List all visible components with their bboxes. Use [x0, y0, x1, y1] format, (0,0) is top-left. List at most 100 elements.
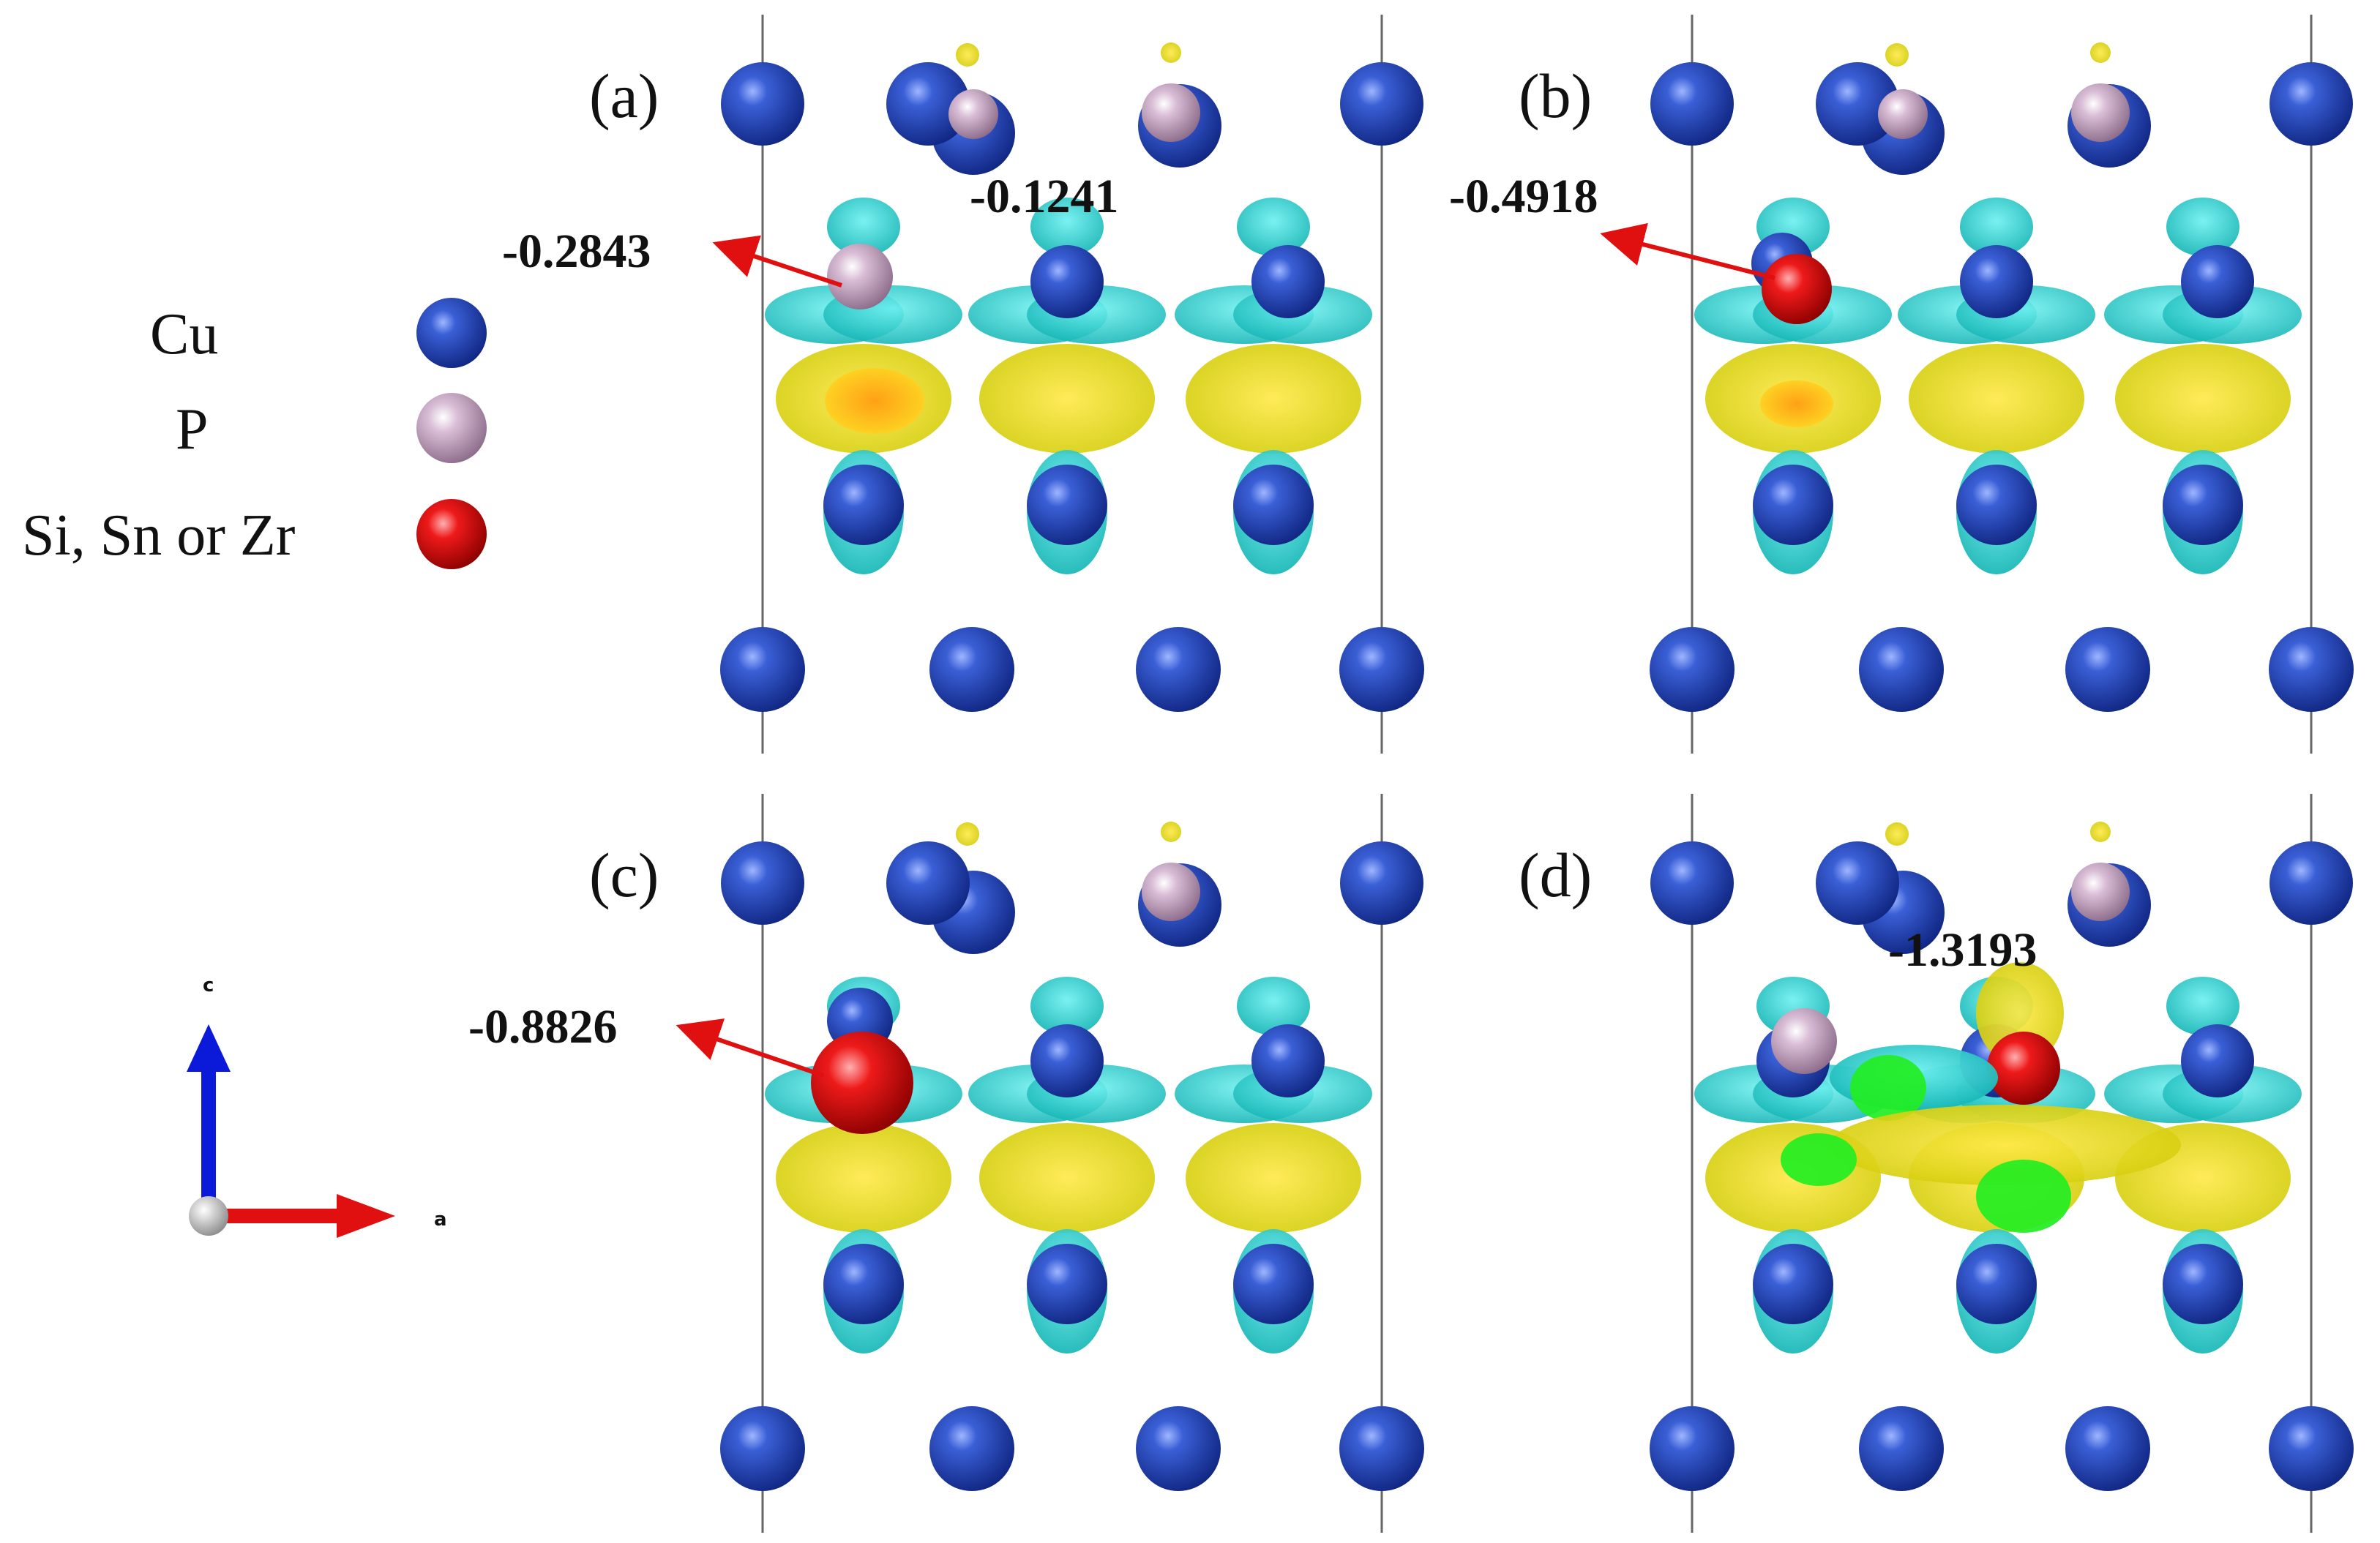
- cu-atom: [2269, 841, 2353, 925]
- p-atom: [1771, 1008, 1837, 1074]
- cu-atom: [2269, 1406, 2354, 1491]
- p-atom: [948, 89, 998, 139]
- cu-atom: [1859, 627, 1944, 712]
- cu-atom: [1339, 1406, 1424, 1491]
- panel-label: (a): [589, 61, 659, 131]
- charge-accumulation-lobe: [825, 368, 924, 434]
- highlight-region: [1850, 1055, 1926, 1121]
- c-axis-label: c: [203, 975, 214, 996]
- charge-value: -0.1241: [970, 170, 1118, 223]
- cu-atom: [2181, 1024, 2254, 1097]
- panel-d: (d) -1.3193: [1519, 794, 2354, 1533]
- cu-atom: [1251, 1024, 1325, 1097]
- c-axis-arrow-shaft: [201, 1072, 216, 1214]
- legend-label: Si, Sn or Zr: [22, 503, 295, 568]
- charge-arrow: [676, 1018, 824, 1078]
- cu-atom: [1340, 62, 1423, 146]
- p-atom: [1142, 863, 1200, 921]
- cu-atom: [2163, 465, 2243, 545]
- cu-atom: [1233, 465, 1314, 545]
- cu-atom: [1650, 841, 1734, 925]
- p-atom: [2071, 83, 2130, 142]
- dopant-atom: [1987, 1032, 2060, 1105]
- cu-atom: [823, 465, 904, 545]
- panel-b: (b) -0.4918: [1449, 15, 2354, 754]
- cu-atom: [1136, 1406, 1221, 1491]
- cu-atom: [1859, 1406, 1944, 1491]
- charge-accumulation-lobe: [979, 1123, 1155, 1233]
- panel-a: (a) -0.2843 -0.1241: [502, 15, 1424, 754]
- charge-accumulation-lobe: [2090, 822, 2111, 842]
- cu-atom: [1136, 627, 1221, 712]
- charge-accumulation-lobe: [1186, 344, 1361, 454]
- crystal-axes-indicator: ca: [187, 975, 447, 1238]
- cu-atom: [720, 627, 805, 712]
- panel-label: (b): [1519, 61, 1592, 131]
- a-axis-arrow-shaft: [209, 1209, 340, 1223]
- cu-atom: [886, 841, 970, 925]
- cu-atom: [1339, 627, 1424, 712]
- cu-atom: [1251, 245, 1325, 318]
- cu-atom: [1956, 1244, 2037, 1324]
- cu-atom: [929, 1406, 1014, 1491]
- cu-atom: [1816, 62, 1899, 146]
- cu-atom: [1027, 1244, 1107, 1324]
- cu-atom: [929, 627, 1014, 712]
- charge-value: -0.4918: [1449, 170, 1598, 223]
- charge-depletion-lobe: [2166, 198, 2239, 256]
- element-legend: CuP Si, Sn or Zr: [22, 298, 487, 569]
- p-atom: [2071, 863, 2130, 921]
- charge-value: -1.3193: [1888, 923, 2037, 977]
- p-atom: [1878, 89, 1928, 139]
- cu-atom: [1816, 841, 1899, 925]
- charge-depletion-lobe: [1237, 198, 1310, 256]
- charge-accumulation-lobe: [2115, 344, 2291, 454]
- cu-atom: [1650, 1406, 1735, 1491]
- cu-atom: [1030, 245, 1104, 318]
- panel-label: (d): [1519, 840, 1592, 910]
- c-axis-arrow-head: [187, 1024, 231, 1072]
- charge-depletion-lobe: [1237, 977, 1310, 1035]
- charge-depletion-lobe: [1960, 198, 2033, 256]
- charge-accumulation-lobe: [979, 344, 1155, 454]
- charge-value: -0.2843: [502, 225, 651, 278]
- charge-accumulation-lobe: [1161, 42, 1181, 63]
- cu-atom: [2181, 245, 2254, 318]
- cu-atom: [1650, 627, 1735, 712]
- charge-accumulation-lobe: [1909, 344, 2084, 454]
- cu-atom: [720, 1406, 805, 1491]
- cu-atom: [721, 841, 804, 925]
- legend-label: Cu: [150, 302, 218, 367]
- cu-atom: [1027, 465, 1107, 545]
- p-atom: [416, 393, 487, 463]
- cu-atom: [886, 62, 970, 146]
- dopant-atom: [1762, 254, 1832, 324]
- cu-atom: [2269, 62, 2353, 146]
- a-axis-label: a: [434, 1209, 447, 1231]
- panel-c: (c) -0.8826: [468, 794, 1424, 1533]
- charge-depletion-lobe: [2166, 977, 2239, 1035]
- charge-accumulation-lobe: [2090, 42, 2111, 63]
- cu-atom: [2065, 1406, 2150, 1491]
- charge-accumulation-lobe: [1161, 822, 1181, 842]
- panel-label: (c): [589, 840, 659, 910]
- cu-atom: [1956, 465, 2037, 545]
- cu-atom: [1340, 841, 1423, 925]
- cu-atom: [721, 62, 804, 146]
- p-atom: [827, 244, 893, 309]
- charge-depletion-lobe: [1030, 198, 1104, 256]
- dopant-atom: [416, 499, 487, 569]
- dopant-atom: [811, 1032, 913, 1134]
- charge-accumulation-lobe: [1760, 380, 1833, 427]
- cu-atom: [1650, 62, 1734, 146]
- a-axis-arrow-head: [337, 1194, 395, 1238]
- charge-arrow: [1600, 222, 1775, 280]
- cu-atom: [2163, 1244, 2243, 1324]
- charge-value: -0.8826: [468, 1000, 617, 1054]
- charge-accumulation-lobe: [1186, 1123, 1361, 1233]
- cu-atom: [1030, 1024, 1104, 1097]
- highlight-region: [1976, 1160, 2071, 1233]
- cu-atom: [2065, 627, 2150, 712]
- legend-label: P: [176, 397, 209, 462]
